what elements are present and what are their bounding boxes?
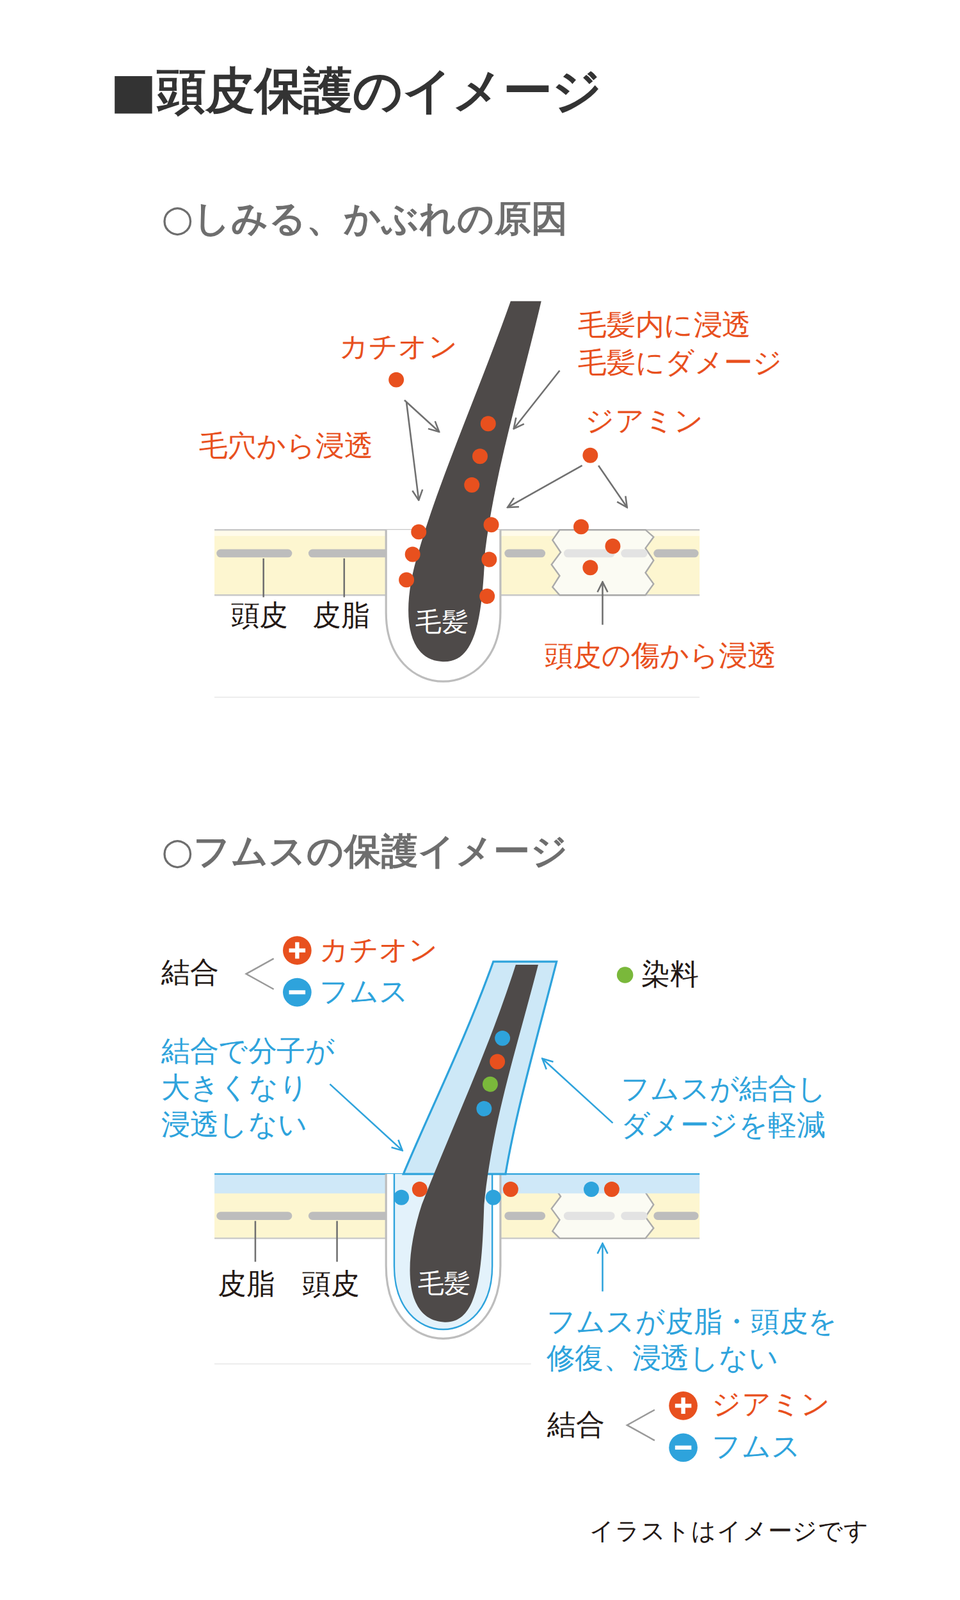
- illustration-part: [567, 549, 644, 559]
- illustration-part: [220, 1212, 288, 1221]
- leader-line: [336, 1221, 338, 1263]
- illustration-part: [289, 990, 306, 995]
- molecule-dot: [482, 1077, 498, 1093]
- illustration-part: [220, 549, 288, 559]
- illustration-part: [657, 549, 695, 559]
- caption: イラストはイメージです: [589, 1516, 870, 1548]
- leader-arrow: [601, 1244, 604, 1293]
- callout-text: 毛穴から浸透: [199, 428, 373, 465]
- bracket: [246, 958, 274, 990]
- molecule-dot: [481, 552, 497, 568]
- illustration-part: [675, 1398, 692, 1416]
- molecule-label: ジアミン: [711, 1386, 831, 1424]
- part-label: 頭皮: [231, 597, 288, 635]
- molecule-dot: [410, 524, 427, 540]
- illustration-part: [657, 1212, 695, 1221]
- plus-symbol: [668, 1392, 698, 1421]
- legend-swatch: [616, 967, 634, 984]
- callout-text: 毛髪内に浸透 毛髪にダメージ: [577, 305, 784, 382]
- plus-symbol: [282, 936, 312, 966]
- molecule-dot: [393, 1190, 409, 1206]
- illustration-part: [282, 978, 312, 1008]
- hair-outline: [410, 965, 539, 1323]
- molecule-dot: [604, 1182, 620, 1198]
- molecule-label: カチオン: [339, 328, 458, 366]
- bracket: [627, 1410, 655, 1442]
- leader-line: [262, 558, 265, 598]
- molecule-dot: [472, 448, 488, 464]
- molecule-dot: [582, 560, 598, 576]
- illustration-part: [567, 549, 611, 559]
- part-label: 皮脂: [312, 597, 370, 635]
- molecule-dot: [412, 1182, 428, 1198]
- callout-text: 頭皮の傷から浸透: [544, 638, 777, 675]
- illustration-part: [393, 961, 557, 1323]
- illustration-part: [675, 1446, 692, 1451]
- hair-label: 毛髪: [417, 1267, 472, 1302]
- molecule-dot: [405, 547, 421, 563]
- illustration-part: [668, 1392, 698, 1421]
- title: ■頭皮保護のイメージ: [110, 58, 602, 122]
- molecule-dot: [503, 1182, 519, 1198]
- separator: [214, 696, 700, 699]
- leader-arrow: [598, 465, 628, 508]
- molecule-label: ジアミン: [584, 403, 704, 440]
- leader-line: [254, 1221, 257, 1263]
- molecule-dot: [604, 538, 621, 555]
- illustration-part: [289, 942, 306, 960]
- molecule-dot: [583, 1182, 600, 1198]
- illustration-part: [282, 936, 312, 966]
- section-heading: ○しみる、かぶれの原因: [161, 193, 569, 242]
- callout-text: フムスが結合し ダメージを軽減: [620, 1071, 829, 1145]
- molecule-dot: [476, 1101, 492, 1117]
- minus-symbol: [282, 978, 312, 1008]
- separator: [214, 1363, 532, 1366]
- molecule-dot: [573, 519, 589, 535]
- hair-shape: 毛髪: [377, 954, 567, 1348]
- hair-label: 毛髪: [415, 605, 469, 640]
- part-label: 頭皮: [302, 1266, 360, 1304]
- molecule-label: フムス: [711, 1428, 801, 1465]
- molecule-dot: [489, 1054, 505, 1071]
- callout-text: 結合で分子が 大きくなり 浸透しない: [161, 1033, 337, 1144]
- molecule-dot: [582, 448, 598, 464]
- illustration-part: [508, 549, 542, 559]
- minus-symbol: [668, 1433, 698, 1463]
- bond-label: 結合: [161, 954, 219, 992]
- illustration-part: [567, 1212, 611, 1221]
- illustration-part: [567, 1212, 644, 1221]
- legend-row: 染料: [616, 956, 699, 994]
- molecule-dot: [485, 1190, 502, 1206]
- section-heading: ○フムスの保護イメージ: [161, 826, 569, 875]
- illustration-part: [312, 549, 390, 559]
- molecule-label: カチオン: [319, 932, 438, 969]
- hair-drawing: [377, 954, 567, 1348]
- illustration-part: [508, 1212, 542, 1221]
- leader-arrow: [329, 1084, 402, 1152]
- molecule-dot: [479, 588, 495, 605]
- leader-arrow: [542, 1059, 613, 1124]
- illustration-part: [625, 549, 644, 559]
- molecule-label: フムス: [319, 974, 409, 1011]
- molecule-dot: [483, 517, 500, 533]
- leader-arrow: [406, 402, 419, 501]
- leader-arrow: [601, 582, 604, 626]
- leader-arrow: [507, 465, 582, 508]
- legend-text: 染料: [641, 956, 699, 994]
- molecule-dot: [398, 572, 415, 588]
- callout-text: フムスが皮脂・頭皮を 修復、浸透しない: [546, 1304, 840, 1378]
- leader-line: [343, 558, 345, 598]
- illustration-part: [312, 1212, 390, 1221]
- illustration-part: [668, 1433, 698, 1463]
- molecule-dot: [494, 1031, 511, 1047]
- molecule-dot: [480, 416, 496, 432]
- illustration-part: [625, 1212, 644, 1221]
- molecule-dot: [388, 372, 404, 388]
- molecule-dot: [464, 477, 480, 493]
- part-label: 皮脂: [217, 1266, 275, 1304]
- bond-label: 結合: [547, 1407, 605, 1444]
